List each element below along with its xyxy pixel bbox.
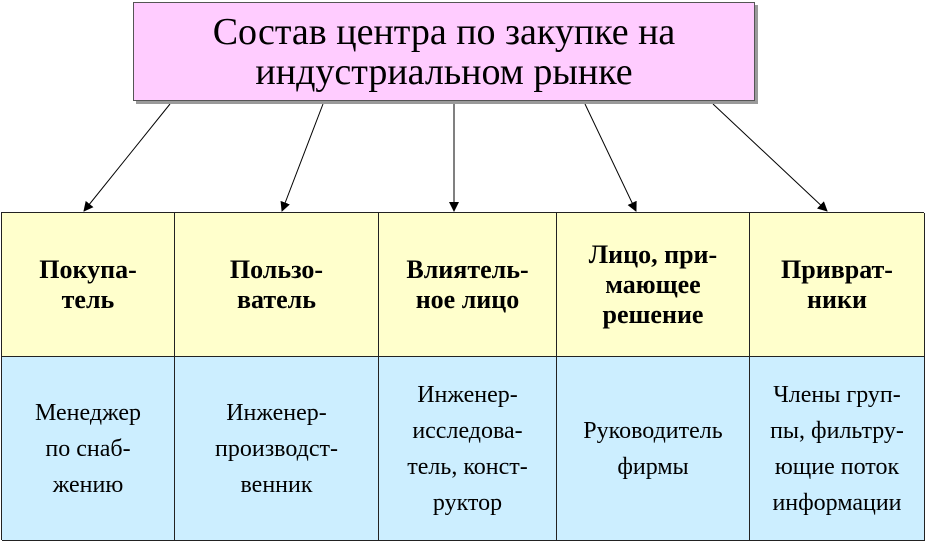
desc-cell-influencer: Инженер- исследова- тель, конст- руктор [379, 357, 557, 541]
header-cell-influencer: Влиятель- ное лицо [379, 213, 557, 357]
desc-cell-user: Инженер- производст- венник [175, 357, 379, 541]
header-cell-buyer: Покупа- тель [2, 213, 175, 357]
arrow-to-user [280, 103, 324, 212]
arrow-to-gatekeepers [712, 103, 828, 212]
desc-cell-gatekeepers: Члены груп- пы, фильтру- ющие поток инфо… [750, 357, 925, 541]
diagram-title-box: Состав центра по закупке на индустриальн… [133, 2, 755, 101]
arrow-to-buyer [83, 103, 171, 212]
desc-cell-buyer: Менеджер по снаб- жению [2, 357, 175, 541]
header-cell-gatekeepers: Приврат- ники [750, 213, 925, 357]
header-cell-user: Пользо- ватель [175, 213, 379, 357]
roles-table: Покупа- тель Пользо- ватель Влиятель- но… [1, 212, 925, 541]
header-cell-decider: Лицо, при- мающее решение [557, 213, 750, 357]
arrow-to-decider [584, 103, 637, 212]
desc-cell-decider: Руководитель фирмы [557, 357, 750, 541]
diagram-title: Состав центра по закупке на индустриальн… [212, 10, 676, 93]
